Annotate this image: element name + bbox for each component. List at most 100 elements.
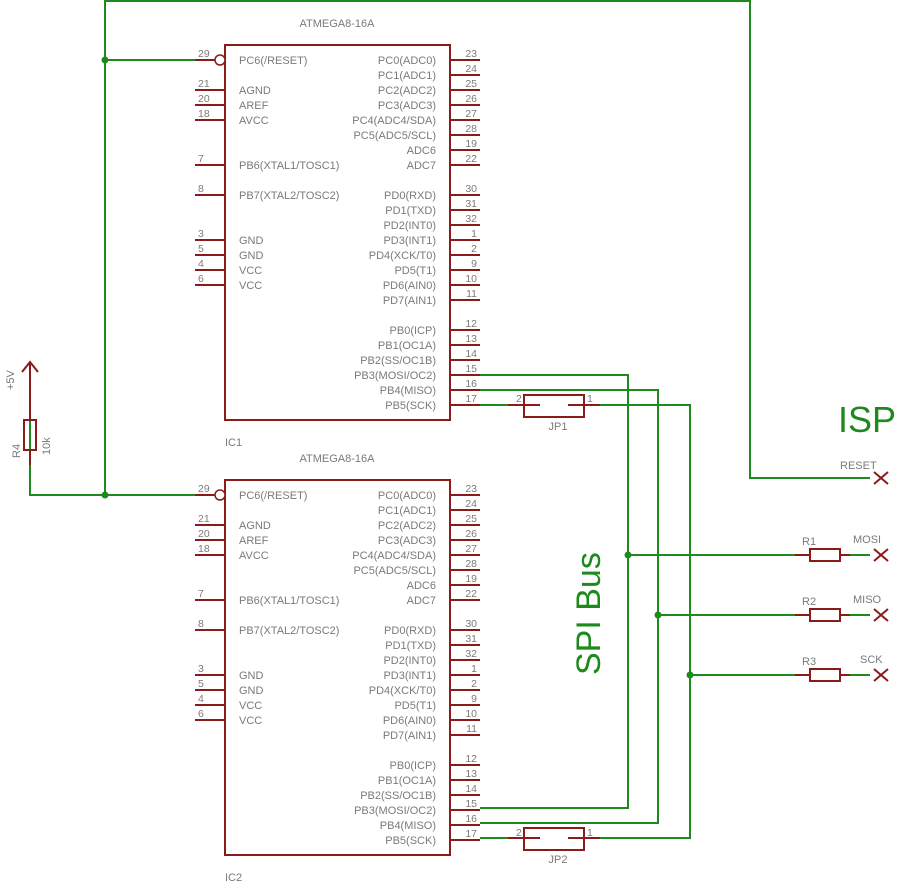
- isp-miso[interactable]: R2 MISO: [795, 594, 889, 622]
- pin-number: 29: [198, 483, 210, 495]
- ic-name-label: IC1: [225, 437, 242, 449]
- isp-mosi[interactable]: R1 MOSI: [795, 534, 889, 562]
- pin-label: AGND: [239, 85, 271, 97]
- pin-number: 1: [471, 663, 477, 675]
- x-mark-icon: [873, 668, 889, 682]
- isp-mosi-label: MOSI: [853, 534, 881, 546]
- x-mark-icon: [873, 548, 889, 562]
- isp-sck[interactable]: R3 SCK: [795, 654, 889, 682]
- jp1-symbol[interactable]: 2 1 JP1: [508, 393, 600, 433]
- pin-label: PB2(SS/OC1B): [360, 790, 436, 802]
- r1-body: [809, 548, 841, 562]
- isp-reset[interactable]: RESET: [840, 460, 889, 485]
- r4-pullup[interactable]: +5V R4 10k: [5, 360, 53, 465]
- pin-number: 20: [198, 528, 210, 540]
- x-mark-icon: [873, 608, 889, 622]
- pin-number: 16: [465, 813, 477, 825]
- ic1-symbol[interactable]: ATMEGA8-16AIC129PC6(/RESET)21AGND20AREF1…: [195, 18, 480, 449]
- pin-label: VCC: [239, 280, 262, 292]
- pin-label: PD3(INT1): [383, 670, 436, 682]
- junctions: [101, 56, 694, 679]
- isp-connector[interactable]: ISP RESET R1 MOSI R2 MISO R3 SCK: [795, 399, 896, 682]
- pin-label: PD0(RXD): [384, 625, 436, 637]
- ic2-symbol[interactable]: ATMEGA8-16AIC229PC6(/RESET)21AGND20AREF1…: [195, 453, 480, 884]
- pin-label: AREF: [239, 535, 269, 547]
- pin-label: PB7(XTAL2/TOSC2): [239, 625, 339, 637]
- ic1-sck-wire: [600, 404, 691, 839]
- pin-label: PD7(AIN1): [383, 295, 436, 307]
- r2-label: R2: [802, 596, 816, 608]
- pin-label: PD3(INT1): [383, 235, 436, 247]
- jp1-label: JP1: [549, 421, 568, 433]
- pin-number: 21: [198, 78, 210, 90]
- jp2-symbol[interactable]: 2 1 JP2: [508, 827, 600, 866]
- pin-number: 1: [471, 228, 477, 240]
- pin-label: PC4(ADC4/SDA): [352, 115, 436, 127]
